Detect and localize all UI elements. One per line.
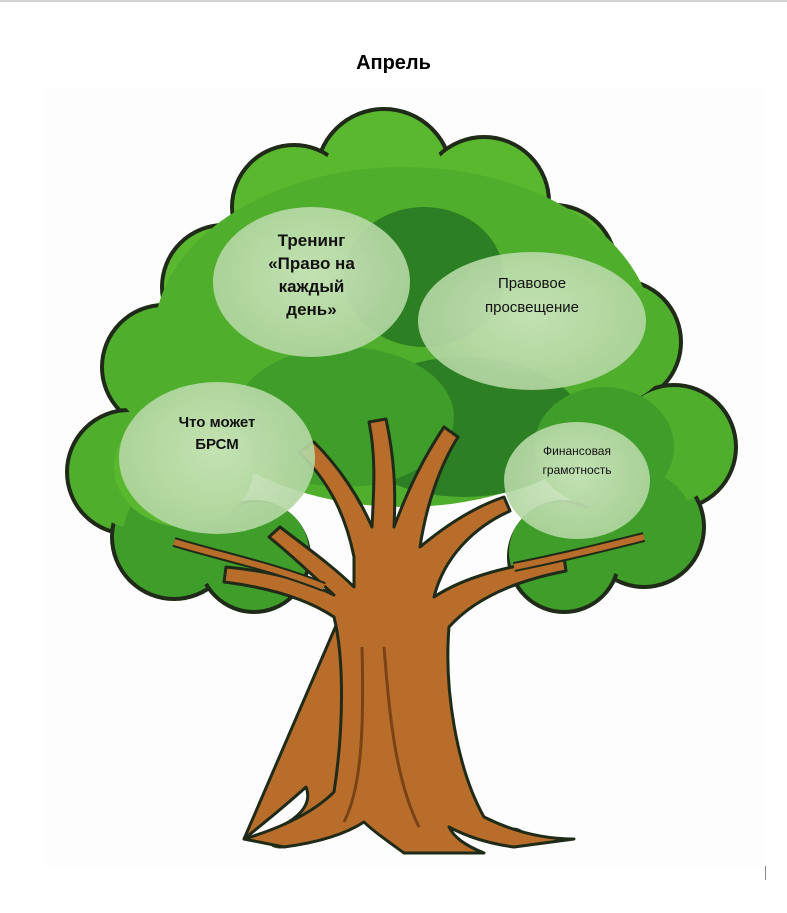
bubble-legal-education: Правовое просвещение [418, 252, 646, 390]
bubble-legal-education-label: Правовое просвещение [485, 275, 579, 316]
page-top-rule [0, 0, 787, 2]
bubble-brsm: Что может БРСМ [119, 382, 315, 534]
trunk [172, 417, 646, 855]
text-cursor [765, 866, 766, 880]
bubble-brsm-label: Что может БРСМ [178, 414, 256, 453]
bubble-financial-literacy-label: Финансовая грамотность [542, 444, 612, 477]
bubble-financial-literacy: Финансовая грамотность [504, 422, 650, 539]
bubble-training-label: Тренинг «Право на каждый день» [268, 231, 355, 319]
page-title: Апрель [356, 52, 431, 74]
tree-illustration: Тренинг «Право на каждый день» Правовое … [44, 87, 764, 867]
bubble-training: Тренинг «Право на каждый день» [213, 207, 410, 357]
